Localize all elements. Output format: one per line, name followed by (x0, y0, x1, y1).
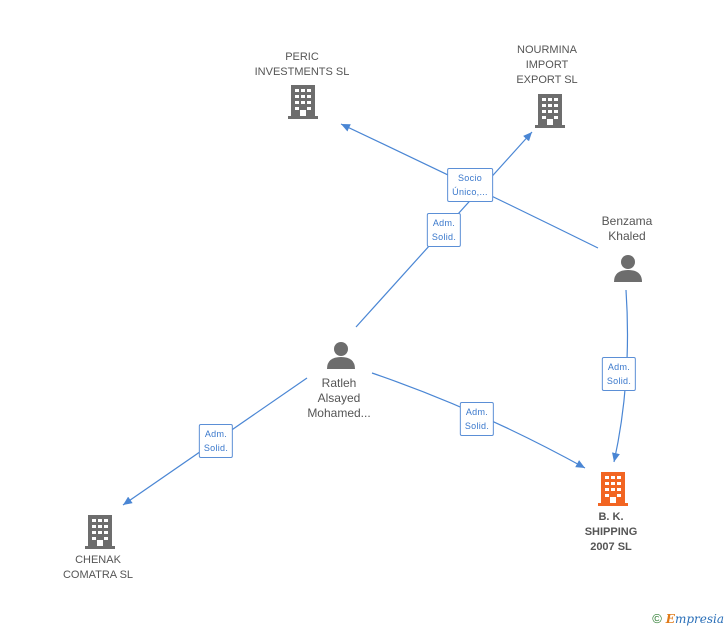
building-icon[interactable] (85, 515, 115, 549)
node-label-nourmina[interactable]: NOURMINA IMPORT EXPORT SL (516, 44, 578, 86)
copyright-symbol: © (652, 611, 662, 626)
node-label-peric[interactable]: PERIC INVESTMENTS SL (254, 51, 350, 78)
person-icon[interactable] (327, 342, 355, 369)
edge-label-adm-bk-ratleh[interactable]: Adm. Solid. (459, 402, 495, 436)
building-icon-main[interactable] (598, 472, 628, 506)
building-icon[interactable] (535, 94, 565, 128)
building-icon[interactable] (288, 85, 318, 119)
brand-rest: mpresia (674, 611, 724, 626)
brand-logo: Empresia (666, 612, 724, 626)
brand-e: E (665, 611, 675, 626)
node-label-chenak[interactable]: CHENAK COMATRA SL (62, 554, 134, 581)
edge-label-adm-bk-benzama[interactable]: Adm. Solid. (601, 357, 637, 391)
node-label-ratleh[interactable]: Ratleh Alsayed Mohamed... (307, 376, 371, 420)
node-label-bk-shipping[interactable]: B. K. SHIPPING 2007 SL (584, 511, 638, 553)
person-icon[interactable] (614, 255, 642, 282)
edge-label-adm-nourmina[interactable]: Adm. Solid. (426, 213, 462, 247)
node-label-benzama[interactable]: Benzama Khaled (601, 214, 653, 243)
edge-label-socio[interactable]: Socio Único,... (447, 168, 493, 202)
edge-label-adm-chenak[interactable]: Adm. Solid. (198, 424, 234, 458)
footer-brand: © Empresia (652, 611, 724, 626)
